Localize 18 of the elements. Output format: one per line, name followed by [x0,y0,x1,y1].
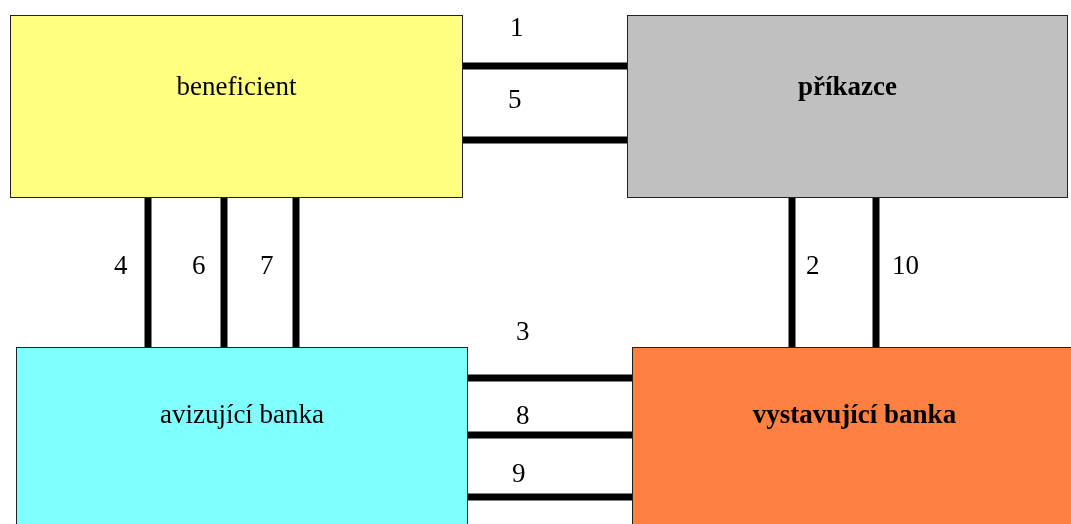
connector-line [468,374,632,382]
connector-line [463,136,627,144]
connector-line [788,198,796,347]
process-box [16,347,468,524]
connector-line [144,198,152,347]
process-box [632,347,1071,524]
process-box [10,15,463,198]
connector-line [292,198,300,347]
box-label: vystavující banka [751,398,958,430]
box-label: příkazce [797,70,898,102]
process-box [627,15,1068,198]
connector-line [220,198,228,347]
box-label: avizující banka [158,398,326,430]
connector-line [872,198,880,347]
connector-line [468,493,632,501]
connector-line [468,431,632,439]
box-label: beneficient [175,70,298,102]
connector-line [463,62,627,70]
